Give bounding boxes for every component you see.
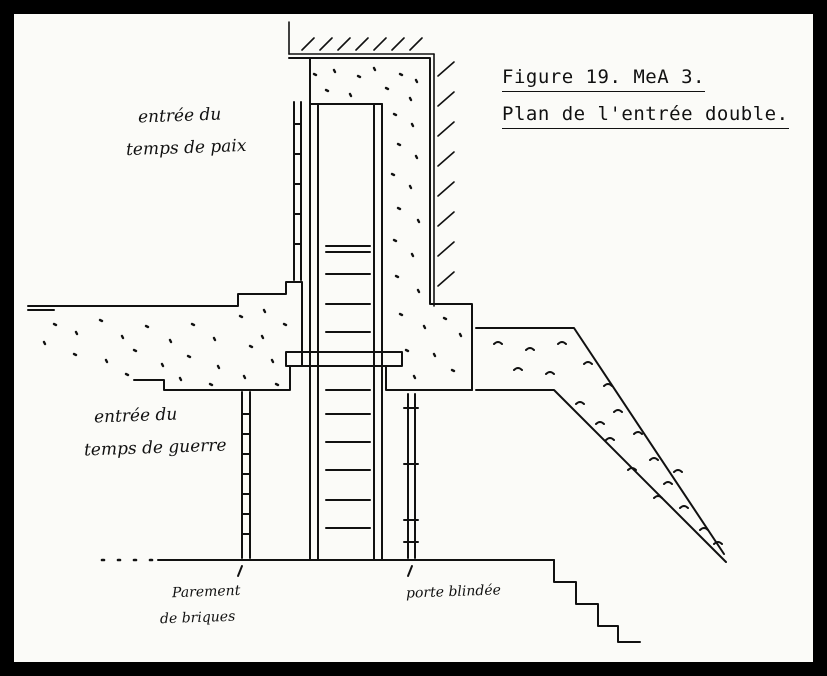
ladder-rungs [325,245,371,529]
label-peace-entrance-line1: entrée du [137,104,222,128]
figure-caption-title: Figure 19. MeA 3. [502,66,705,92]
earth-embankment [475,327,727,563]
concrete-block-upper [288,57,473,391]
label-brick-facing-line2: de briques [159,608,236,628]
armored-door [403,393,419,559]
concrete-slab-left [27,281,303,391]
peace-door-panel [293,101,302,281]
label-brick-facing-line1: Parement [171,582,241,602]
concrete-stipple [42,66,463,387]
label-peace-entrance-line2: temps de paix [125,135,247,161]
corridor-walls [309,103,383,561]
right-wall-hatching [433,53,455,307]
drawing-sheet: Figure 19. MeA 3. Plan de l'entrée doubl… [14,14,813,662]
figure-caption-subtitle: Plan de l'entrée double. [502,103,789,129]
floor-plan-drawing [27,21,727,643]
label-war-entrance-line1: entrée du [93,404,178,428]
cross-beam [285,351,403,367]
staircase [553,559,641,643]
top-wall-hatching [288,21,435,55]
brick-facing-wall [241,391,251,559]
label-armored-door: porte blindée [405,582,502,602]
label-leaders [237,565,413,577]
